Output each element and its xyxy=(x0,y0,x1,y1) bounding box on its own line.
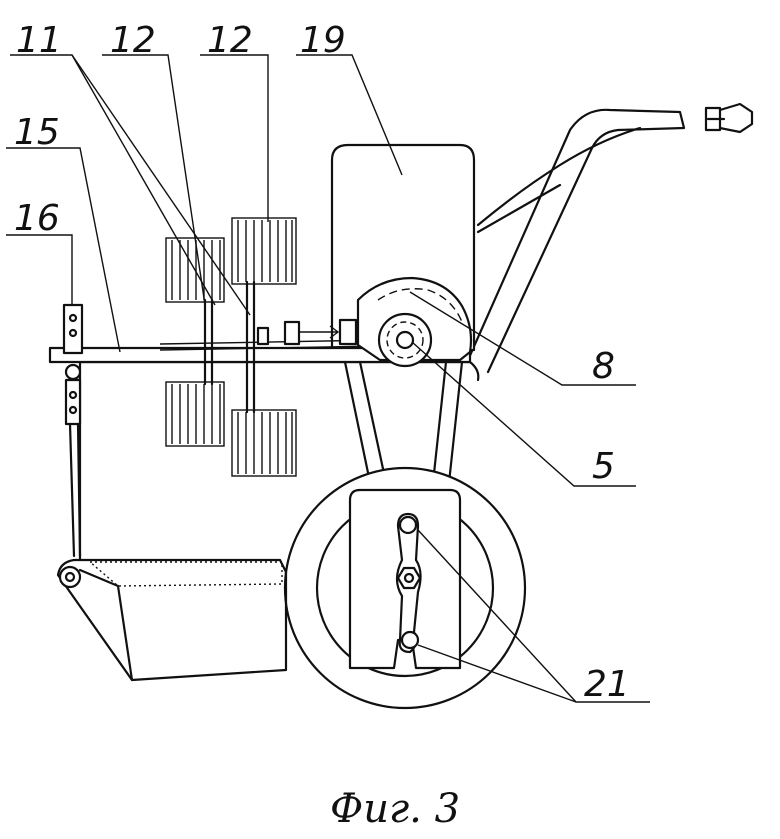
label-12-right: 12 xyxy=(207,20,253,61)
handle-grip-icon xyxy=(704,102,754,134)
label-21: 21 xyxy=(584,664,630,705)
brush-lower-right xyxy=(231,409,297,477)
brush-upper-right xyxy=(231,217,297,285)
figure-caption: Фиг. 3 xyxy=(330,786,460,832)
handle xyxy=(466,102,754,374)
wheel-mount-plate xyxy=(348,488,462,670)
label-15: 15 xyxy=(14,112,60,153)
brush-shafts xyxy=(203,280,256,414)
brush-lower-left xyxy=(165,381,225,447)
collection-tray xyxy=(56,558,288,682)
label-11: 11 xyxy=(16,20,62,61)
leader-lines xyxy=(6,54,650,703)
label-5: 5 xyxy=(592,446,615,487)
vertical-post xyxy=(62,303,84,558)
chain-drive xyxy=(159,318,381,351)
label-8: 8 xyxy=(592,346,615,387)
label-12-left: 12 xyxy=(110,20,156,61)
label-16: 16 xyxy=(14,198,60,239)
label-19: 19 xyxy=(300,20,346,61)
pulley-guard xyxy=(356,276,473,368)
